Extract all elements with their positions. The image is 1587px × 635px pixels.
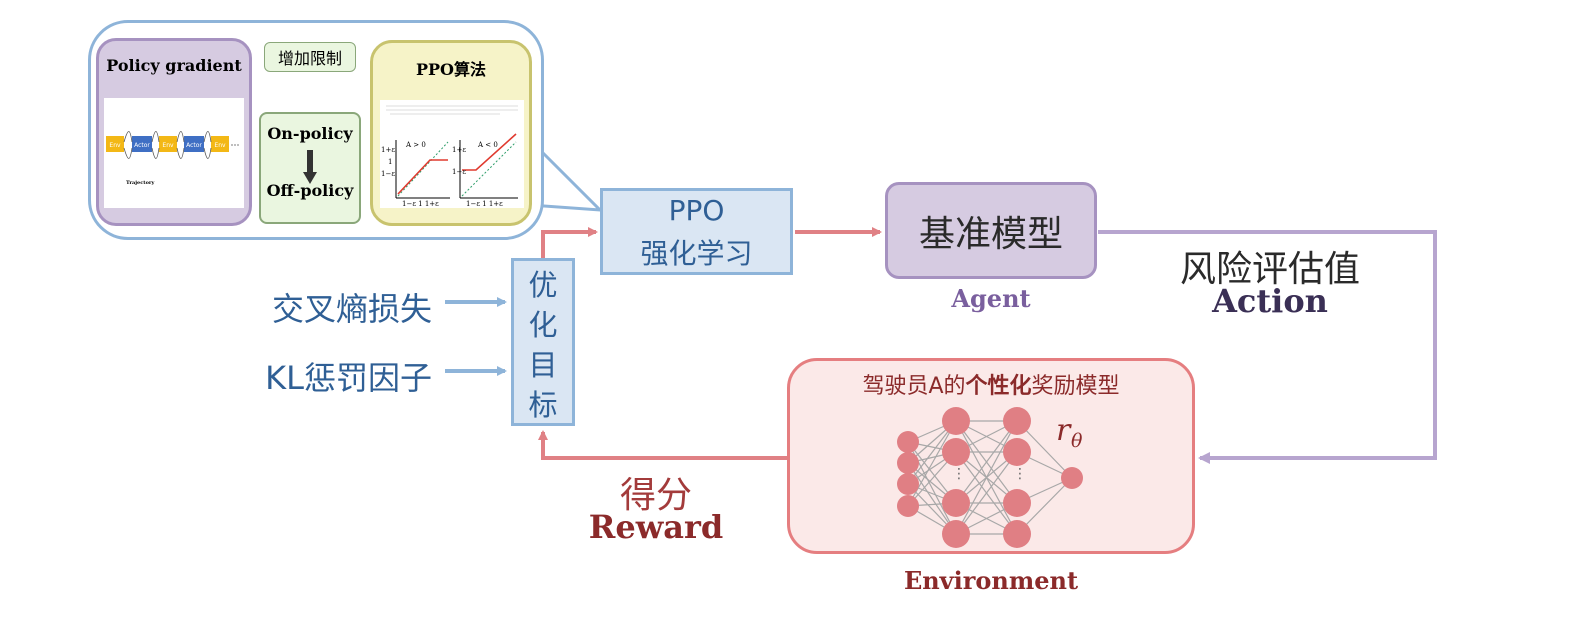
- cross-entropy-label: 交叉熵损失: [271, 290, 432, 328]
- on-policy-label: On-policy: [267, 124, 353, 143]
- constraint-label-box: 增加限制: [264, 42, 356, 72]
- traj-block-2-label: Actor: [134, 142, 150, 149]
- plot-right-tick-low: 1−ε: [452, 168, 466, 176]
- ppo-algo-image: A > 0 A < 0 1+ε 1 1−ε 1+ε 1−ε 1−ε 1 1+ε …: [380, 100, 524, 208]
- env-title-bold: 个性化: [965, 374, 1032, 399]
- trajectory-label: Trajectory: [126, 180, 156, 186]
- ppo-clip-plots: A > 0 A < 0 1+ε 1 1−ε 1+ε 1−ε 1−ε 1 1+ε …: [381, 105, 518, 208]
- base-model-label: 基准模型: [918, 213, 1063, 255]
- plot-right-condition: A < 0: [477, 141, 498, 149]
- action-caption: Action: [1212, 282, 1328, 320]
- traj-block-1-label: Env: [109, 142, 121, 149]
- ppo-rl-line2: 强化学习: [640, 237, 753, 270]
- score-label: 得分: [619, 475, 692, 516]
- plot-left-x-ticks: 1−ε 1 1+ε: [402, 200, 439, 208]
- arrow-optimize-to-ppo: [541, 227, 598, 258]
- plot-right-tick-top: 1+ε: [452, 146, 466, 154]
- plot-right-x-ticks: 1−ε 1 1+ε: [466, 200, 503, 208]
- plot-left-tick-top: 1+ε: [381, 146, 395, 154]
- agent-caption: Agent: [951, 284, 1031, 313]
- risk-label: 风险评估值: [1179, 249, 1360, 290]
- down-arrow-icon: [259, 150, 361, 190]
- optimize-char-2: 化: [528, 308, 558, 342]
- environment-title: 驾驶员A的个性化奖励模型: [787, 368, 1195, 400]
- arrow-env-to-optimize: [538, 430, 787, 460]
- traj-block-5: [211, 136, 229, 152]
- ppo-rl-line1: PPO: [668, 194, 725, 227]
- trajectory-diagram: Env Actor Env Actor Env: [106, 131, 240, 186]
- traj-block-2: [132, 136, 152, 152]
- traj-block-4: [184, 136, 204, 152]
- ppo-algo-title: PPO算法: [415, 60, 486, 79]
- optimize-char-3: 目: [528, 348, 558, 382]
- traj-block-4-label: Actor: [186, 142, 202, 149]
- ppo-rl-box: [600, 188, 793, 275]
- kl-penalty-label: KL惩罚因子: [265, 359, 432, 397]
- policy-gradient-image: Env Actor Env Actor Env: [104, 98, 244, 208]
- plot-left-tick-mid: 1: [388, 158, 392, 166]
- reward-caption: Reward: [588, 508, 724, 546]
- arrow-base-to-env: [1098, 230, 1437, 464]
- base-model-box: 基准模型: [885, 182, 1097, 279]
- constraint-label: 增加限制: [277, 49, 342, 68]
- traj-block-3: [159, 136, 177, 152]
- plot-left-condition: A > 0: [405, 141, 426, 149]
- off-policy-label: Off-policy: [266, 181, 354, 200]
- plot-left-tick-low: 1−ε: [381, 170, 395, 178]
- traj-block-3-label: Env: [162, 142, 174, 149]
- optimize-char-4: 标: [528, 388, 558, 422]
- optimize-target-box: [511, 258, 575, 426]
- optimize-char-1: 优: [528, 268, 558, 302]
- env-title-prefix: 驾驶员A的: [862, 374, 966, 399]
- environment-caption: Environment: [903, 566, 1079, 595]
- traj-block-1: [106, 136, 124, 152]
- env-title-suffix: 奖励模型: [1031, 374, 1120, 399]
- traj-block-5-label: Env: [214, 142, 226, 149]
- policy-gradient-title: Policy gradient: [106, 56, 242, 75]
